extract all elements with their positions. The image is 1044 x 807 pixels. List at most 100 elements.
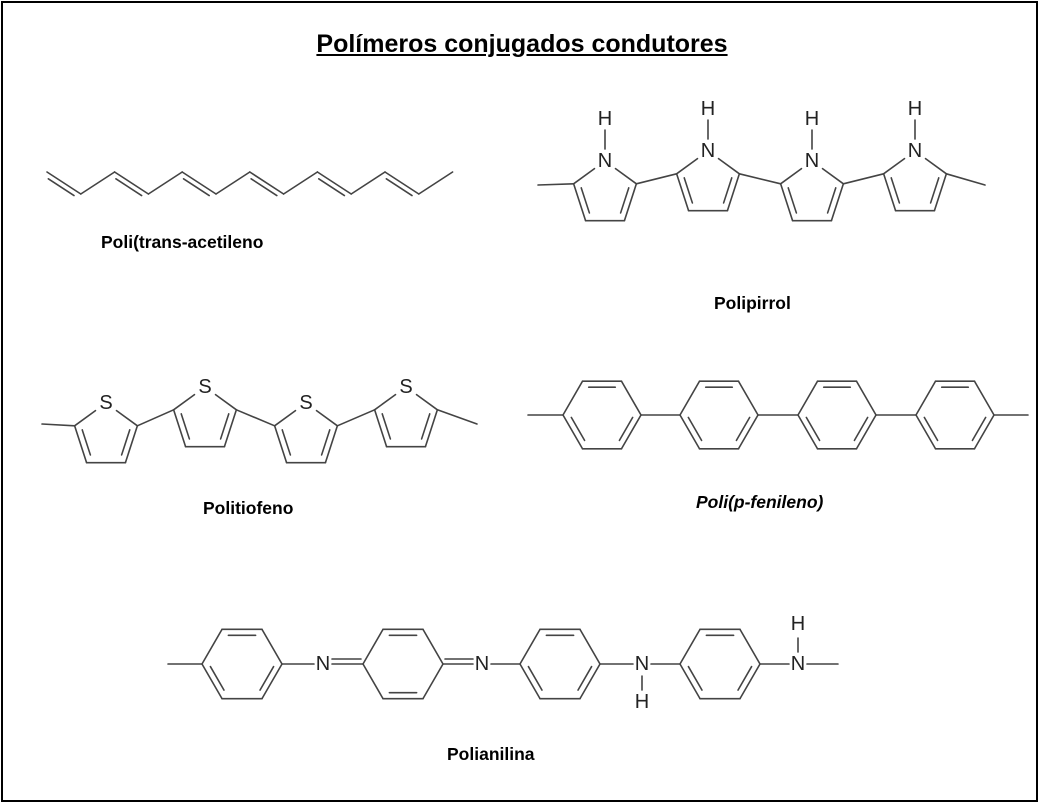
bond-line bbox=[172, 393, 196, 411]
bond-line bbox=[737, 414, 759, 450]
bond-line bbox=[214, 393, 238, 411]
bond-line bbox=[249, 171, 285, 195]
bond-line bbox=[826, 187, 837, 214]
bond-line bbox=[436, 409, 478, 425]
bond-line bbox=[223, 409, 238, 448]
bond-line bbox=[779, 167, 803, 185]
bond-line bbox=[679, 380, 701, 416]
bond-line bbox=[273, 409, 297, 427]
bond-line bbox=[738, 173, 782, 185]
nitrogen-atom: N bbox=[316, 653, 330, 675]
bond-line bbox=[929, 177, 940, 204]
bond-line bbox=[282, 171, 319, 195]
bond-line bbox=[915, 380, 937, 416]
polyphenylene-structure bbox=[527, 380, 1029, 450]
bond-line bbox=[675, 173, 690, 212]
sulfur-atom: S bbox=[198, 376, 211, 398]
bond-line bbox=[336, 409, 376, 427]
bond-line bbox=[737, 380, 759, 416]
bond-line bbox=[320, 429, 331, 456]
bond-line bbox=[235, 409, 276, 427]
bond-line bbox=[115, 409, 139, 427]
sulfur-atom: S bbox=[299, 392, 312, 414]
bond-line bbox=[739, 663, 761, 700]
bond-line bbox=[620, 380, 642, 416]
bond-line bbox=[623, 183, 638, 222]
polyaniline-label: Polianilina bbox=[447, 744, 535, 764]
bond-line bbox=[562, 414, 584, 450]
bond-line bbox=[41, 423, 76, 427]
bond-line bbox=[201, 663, 223, 700]
bond-line bbox=[420, 413, 431, 440]
bond-line bbox=[945, 173, 986, 186]
hydrogen-atom: H bbox=[908, 98, 922, 120]
bond-line bbox=[209, 665, 225, 691]
bond-line bbox=[797, 414, 819, 450]
bond-line bbox=[281, 429, 292, 456]
nitrogen-atom: N bbox=[598, 150, 612, 172]
bond-line bbox=[619, 187, 630, 214]
hydrogen-atom: H bbox=[635, 691, 649, 713]
bond-line bbox=[136, 409, 175, 427]
bond-line bbox=[805, 416, 821, 442]
bond-line bbox=[579, 663, 601, 700]
bond-line bbox=[219, 413, 230, 440]
bond-line bbox=[147, 171, 183, 195]
bond-line bbox=[933, 173, 948, 212]
polyacetylene-structure bbox=[46, 171, 454, 197]
bond-line bbox=[675, 157, 699, 175]
bond-line bbox=[973, 414, 995, 450]
bond-line bbox=[739, 628, 761, 665]
nitrogen-atom: N bbox=[908, 140, 922, 162]
bond-line bbox=[679, 663, 701, 700]
bond-line bbox=[381, 413, 392, 440]
bond-line bbox=[737, 665, 753, 691]
bond-line bbox=[124, 425, 139, 464]
nitrogen-atom: N bbox=[635, 653, 649, 675]
bond-line bbox=[679, 414, 701, 450]
sulfur-atom: S bbox=[99, 392, 112, 414]
bond-line bbox=[422, 663, 444, 700]
bond-line bbox=[726, 173, 741, 212]
bond-line bbox=[882, 157, 906, 175]
hydrogen-atom: H bbox=[805, 108, 819, 130]
bond-line bbox=[172, 409, 187, 448]
hydrogen-atom: H bbox=[701, 98, 715, 120]
bond-line bbox=[113, 171, 150, 195]
bond-line bbox=[81, 429, 92, 456]
bond-line bbox=[562, 380, 584, 416]
bond-line bbox=[830, 183, 845, 222]
bond-line bbox=[614, 167, 638, 185]
bond-line bbox=[373, 393, 397, 411]
bond-line bbox=[261, 663, 283, 700]
bond-line bbox=[717, 157, 741, 175]
hydrogen-atom: H bbox=[791, 613, 805, 635]
bond-line bbox=[261, 628, 283, 665]
bond-line bbox=[618, 416, 634, 442]
bond-line bbox=[115, 178, 143, 197]
bond-line bbox=[415, 393, 439, 411]
bond-line bbox=[855, 414, 877, 450]
bond-line bbox=[527, 665, 543, 691]
bond-line bbox=[853, 416, 869, 442]
bond-line bbox=[73, 425, 88, 464]
bond-line bbox=[316, 171, 353, 195]
bond-line bbox=[735, 416, 751, 442]
bond-line bbox=[821, 167, 845, 185]
polyacetylene-label: Poli(trans-acetileno bbox=[101, 232, 264, 252]
bond-line bbox=[580, 187, 591, 214]
sulfur-atom: S bbox=[399, 376, 412, 398]
bond-line bbox=[973, 380, 995, 416]
bond-line bbox=[687, 665, 703, 691]
bond-line bbox=[373, 409, 388, 448]
polyphenylene-label: Poli(p-fenileno) bbox=[696, 492, 824, 512]
bond-line bbox=[787, 187, 798, 214]
bond-line bbox=[417, 171, 454, 195]
bond-line bbox=[47, 178, 75, 197]
bond-line bbox=[923, 416, 939, 442]
bond-line bbox=[362, 628, 384, 665]
nitrogen-atom: N bbox=[475, 653, 489, 675]
